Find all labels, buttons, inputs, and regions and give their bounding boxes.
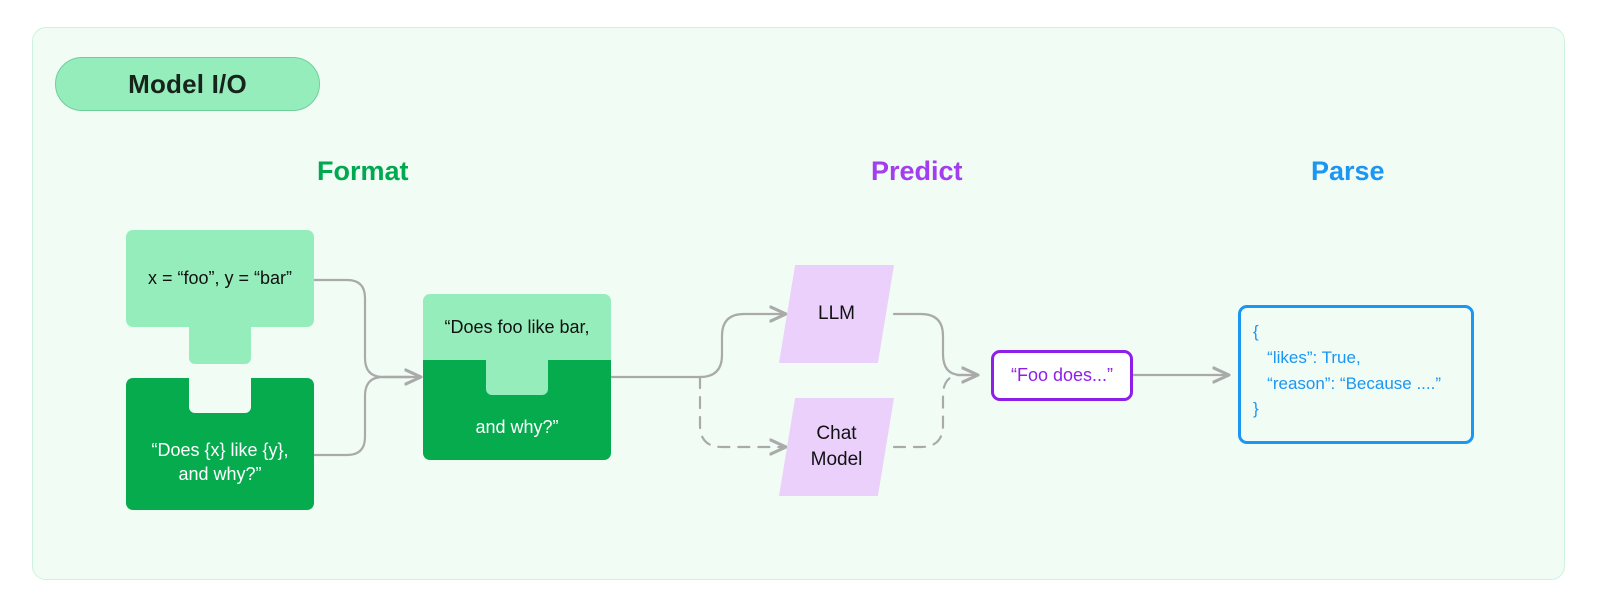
node-formatted-prompt: “Does foo like bar, and why?”	[423, 294, 611, 460]
column-header-predict: Predict	[871, 156, 963, 186]
formatted-prompt-joint	[486, 359, 548, 395]
variables-body	[126, 230, 314, 327]
node-variables: x = “foo”, y = “bar”	[126, 230, 314, 364]
formatted-prompt-top-label: “Does foo like bar,	[444, 316, 590, 337]
prompt-template-line-1: “Does {x} like {y},	[151, 439, 289, 460]
column-header-format: Format	[317, 156, 409, 186]
parsed-output-line-2: “likes”: True,	[1253, 347, 1361, 367]
prompt-template-notch	[189, 377, 251, 413]
variables-label: x = “foo”, y = “bar”	[147, 268, 293, 288]
edge-llm-to-raw-output	[892, 312, 978, 375]
node-llm: LLM	[779, 265, 894, 363]
formatted-prompt-top	[423, 294, 611, 360]
raw-output-label: “Foo does...”	[1010, 365, 1114, 385]
edge-split-to-chat-model	[698, 375, 786, 447]
chat-model-line-2: Model	[810, 449, 863, 470]
parsed-output-line-1: {	[1253, 322, 1259, 341]
column-header-parse: Parse	[1311, 156, 1385, 186]
edge-split-to-llm	[698, 314, 786, 379]
node-prompt-template: “Does {x} like {y}, and why?”	[126, 377, 314, 510]
parsed-output-line-3: “reason”: “Because ....”	[1253, 373, 1442, 393]
prompt-template-label: “Does {x} like {y}, and why?”	[126, 414, 314, 510]
parsed-output-line-4: }	[1253, 399, 1259, 419]
node-raw-output: “Foo does...”	[991, 350, 1133, 401]
model-io-title-label: Model I/O	[128, 68, 247, 99]
model-io-title-pill: Model I/O	[55, 57, 320, 111]
node-parsed-output: { “likes”: True, “reason”: “Because ....…	[1238, 305, 1474, 444]
formatted-prompt-bottom-label: and why?”	[475, 417, 559, 437]
node-chat-model: Chat Model	[779, 398, 894, 496]
edge-variables-to-prompt	[312, 278, 412, 379]
edge-chat-model-to-raw-output	[892, 373, 980, 449]
chat-model-line-1: Chat	[816, 423, 857, 445]
llm-label: LLM	[818, 303, 855, 325]
edge-template-to-prompt	[312, 375, 412, 457]
prompt-template-line-2: and why?”	[178, 464, 262, 484]
